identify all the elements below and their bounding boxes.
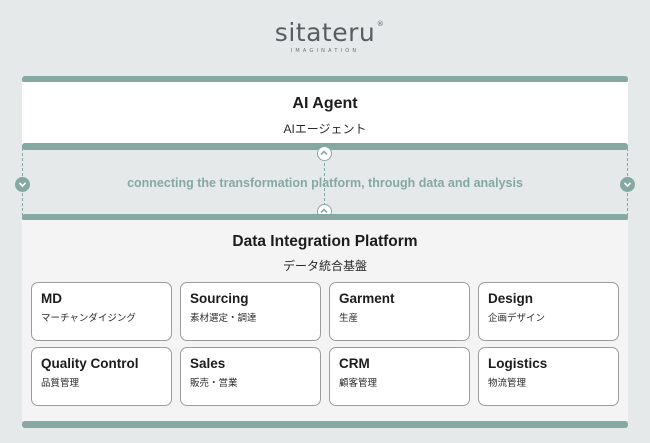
- chevron-up-icon: [317, 146, 332, 161]
- module-title: Sales: [190, 356, 226, 371]
- module-card-design: Design 企画デザイン: [478, 282, 619, 341]
- module-card-logistics: Logistics 物流管理: [478, 347, 619, 406]
- center-dashed-connector: [324, 158, 325, 206]
- platform-title: Data Integration Platform: [232, 233, 418, 250]
- chevron-down-icon: [620, 177, 635, 192]
- module-title: Garment: [339, 291, 395, 306]
- module-subtitle: 顧客管理: [339, 378, 378, 389]
- module-card-sourcing: Sourcing 素材選定・調達: [180, 282, 321, 341]
- platform-bottom-bar: [22, 421, 628, 428]
- platform-subtitle: データ統合基盤: [282, 259, 367, 273]
- logo-wordmark: sitateru ®: [274, 18, 384, 47]
- module-subtitle: 生産: [339, 313, 359, 324]
- chevron-down-icon: [15, 177, 30, 192]
- agent-top-bar: [22, 76, 628, 83]
- module-card-quality-control: Quality Control 品質管理: [31, 347, 172, 406]
- module-title: MD: [41, 291, 62, 306]
- data-integration-platform-panel: Data Integration Platform データ統合基盤 MD マーチ…: [22, 220, 628, 421]
- module-subtitle: マーチャンダイジング: [41, 313, 136, 324]
- logo-name: sitateru: [274, 18, 376, 47]
- module-subtitle: 企画デザイン: [488, 313, 546, 324]
- logo: sitateru ® IMAGINATION: [0, 18, 650, 54]
- module-title: Sourcing: [190, 291, 249, 306]
- logo-tagline: IMAGINATION: [290, 48, 360, 54]
- module-subtitle: 品質管理: [41, 378, 80, 389]
- module-title: Logistics: [488, 356, 548, 371]
- ai-agent-title: AI Agent: [292, 95, 358, 112]
- ai-agent-panel: AI Agent AIエージェント: [22, 82, 628, 144]
- module-card-crm: CRM 顧客管理: [329, 347, 470, 406]
- connector-caption: connecting the transformation platform, …: [127, 176, 523, 190]
- ai-agent-subtitle: AIエージェント: [283, 122, 367, 136]
- module-subtitle: 物流管理: [488, 378, 527, 389]
- module-title: CRM: [339, 356, 370, 371]
- module-title: Design: [488, 291, 534, 306]
- module-subtitle: 素材選定・調達: [190, 313, 257, 324]
- module-title: Quality Control: [41, 356, 139, 371]
- module-card-sales: Sales 販売・営業: [180, 347, 321, 406]
- registered-mark: ®: [376, 20, 385, 28]
- module-card-garment: Garment 生産: [329, 282, 470, 341]
- platform-top-bar: [22, 214, 628, 221]
- module-card-md: MD マーチャンダイジング: [31, 282, 172, 341]
- module-subtitle: 販売・営業: [190, 378, 238, 389]
